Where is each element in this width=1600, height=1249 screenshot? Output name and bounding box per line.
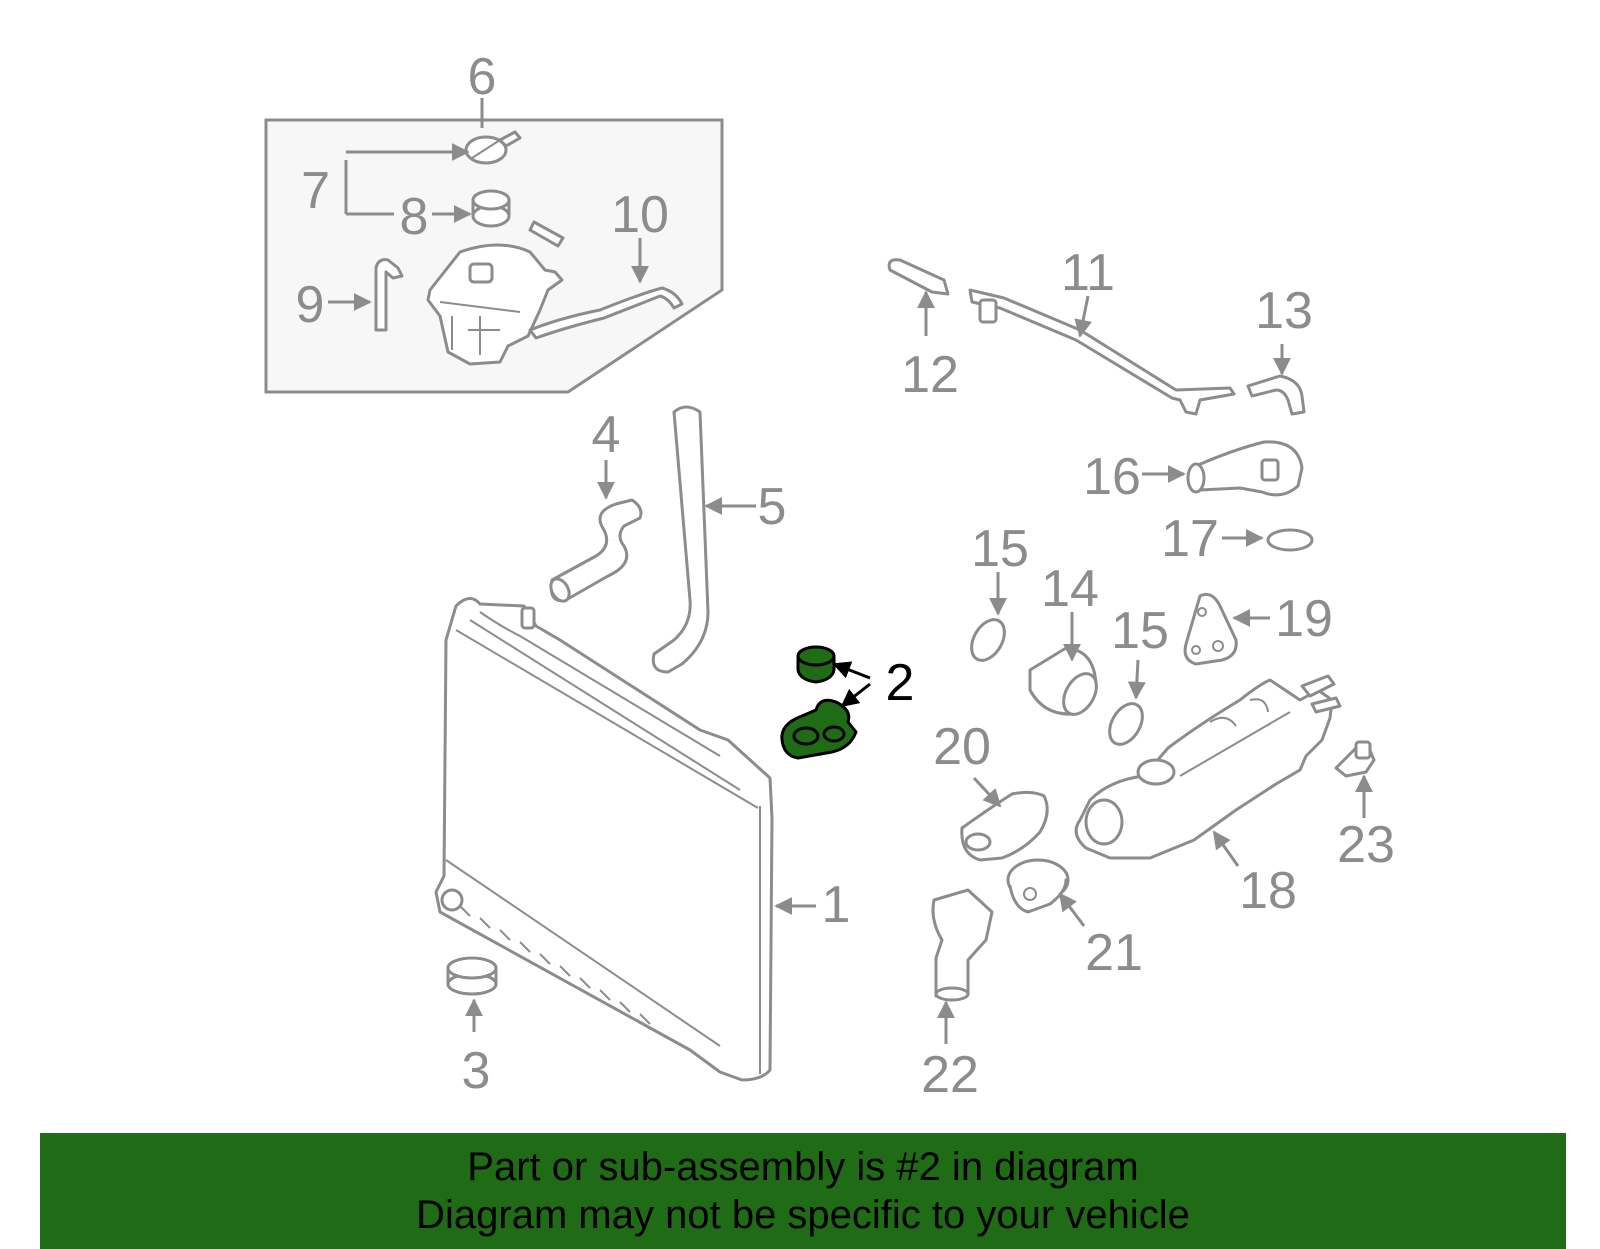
callout-12: 12 bbox=[901, 346, 959, 404]
callout-15-upper: 15 bbox=[971, 520, 1029, 578]
part-18-water-pipe[interactable] bbox=[1074, 674, 1342, 860]
part-19-gasket[interactable] bbox=[1183, 592, 1238, 666]
part-8-seal[interactable] bbox=[471, 189, 511, 228]
part-10-overflow-hose[interactable] bbox=[528, 286, 684, 340]
callout-18: 18 bbox=[1239, 862, 1297, 920]
part-13-hose[interactable] bbox=[1246, 374, 1306, 416]
callout-labels: 6 7 8 9 10 11 12 13 16 17 15 14 15 19 20… bbox=[296, 48, 1395, 1104]
callout-5: 5 bbox=[758, 478, 787, 536]
part-22-inlet-pipe[interactable] bbox=[931, 888, 994, 1002]
part-11-pipe[interactable] bbox=[968, 288, 1236, 416]
part-17-gasket[interactable] bbox=[1266, 528, 1314, 552]
callout-6: 6 bbox=[468, 48, 497, 106]
part-9-hose[interactable] bbox=[374, 258, 404, 332]
part-3-plug[interactable] bbox=[446, 956, 498, 996]
part-23-sensor[interactable] bbox=[1334, 740, 1376, 778]
part-4-upper-hose[interactable] bbox=[547, 498, 643, 604]
callout-23: 23 bbox=[1337, 816, 1395, 874]
reservoir-tank[interactable] bbox=[426, 243, 564, 366]
callout-1: 1 bbox=[822, 876, 851, 934]
callout-10: 10 bbox=[611, 186, 669, 244]
part-14-sleeve[interactable] bbox=[1028, 646, 1103, 720]
callout-22: 22 bbox=[921, 1046, 979, 1104]
callout-7: 7 bbox=[301, 162, 330, 220]
part-21-thermostat[interactable] bbox=[1006, 858, 1070, 914]
banner-line-1: Part or sub-assembly is #2 in diagram bbox=[467, 1145, 1139, 1189]
part-20-cover[interactable] bbox=[960, 790, 1049, 862]
banner-line-2: Diagram may not be specific to your vehi… bbox=[416, 1193, 1190, 1237]
callout-8: 8 bbox=[400, 188, 429, 246]
part-16-housing[interactable] bbox=[1186, 440, 1304, 497]
leader-lines bbox=[328, 98, 1373, 1044]
part-15-oring-lower[interactable] bbox=[1103, 698, 1149, 750]
parts-diagram: 6 7 8 9 10 11 12 13 16 17 15 14 15 19 20… bbox=[264, 48, 1395, 1104]
callout-9: 9 bbox=[296, 276, 325, 334]
callout-21: 21 bbox=[1085, 924, 1143, 982]
info-banner: Part or sub-assembly is #2 in diagram Di… bbox=[40, 1133, 1566, 1249]
callout-11: 11 bbox=[1061, 244, 1115, 302]
part-15-oring-upper[interactable] bbox=[965, 614, 1011, 666]
callout-20: 20 bbox=[933, 718, 991, 776]
callout-4: 4 bbox=[592, 406, 621, 464]
callout-3: 3 bbox=[462, 1042, 491, 1100]
callout-17: 17 bbox=[1161, 510, 1219, 568]
part-1-radiator[interactable] bbox=[434, 597, 774, 1082]
part-2-highlighted[interactable] bbox=[780, 645, 858, 760]
part-12-hose[interactable] bbox=[887, 258, 950, 296]
callout-13: 13 bbox=[1255, 282, 1313, 340]
part-5-lower-hose[interactable] bbox=[651, 405, 710, 674]
callout-15-lower: 15 bbox=[1111, 602, 1169, 660]
callout-19: 19 bbox=[1275, 590, 1333, 648]
callout-16: 16 bbox=[1083, 448, 1141, 506]
reservoir-oring bbox=[528, 220, 565, 248]
callout-2: 2 bbox=[886, 654, 915, 712]
callout-14: 14 bbox=[1041, 560, 1099, 618]
